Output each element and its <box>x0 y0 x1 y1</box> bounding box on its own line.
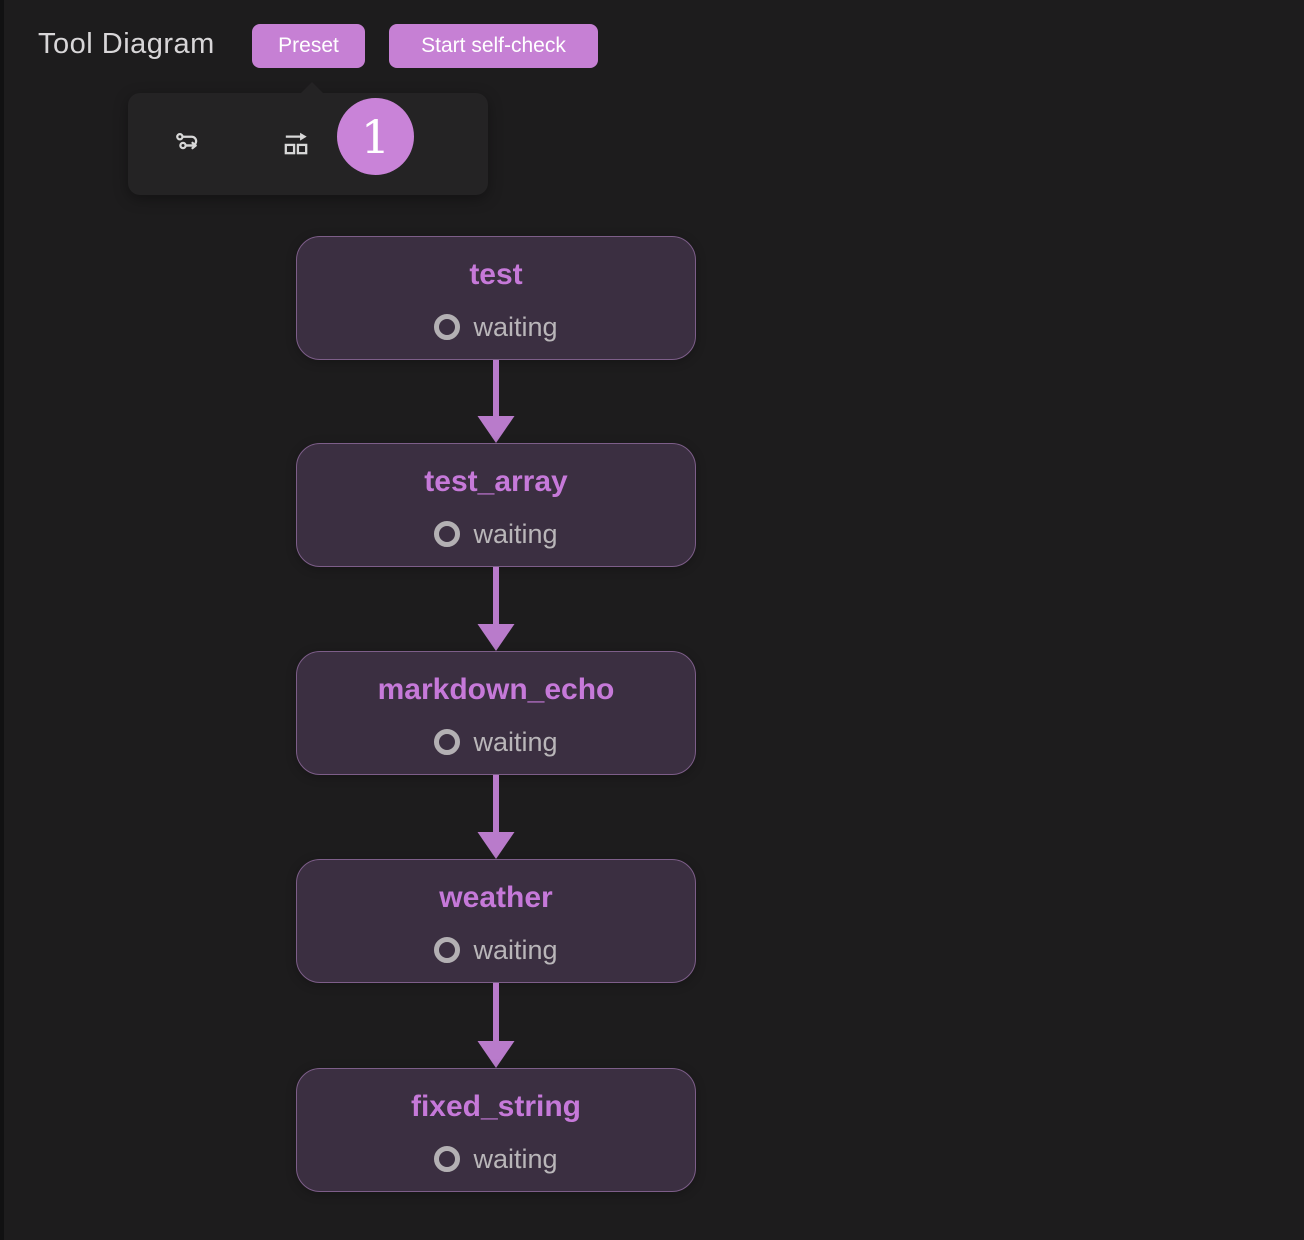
flow-node-test[interactable]: test waiting <box>296 236 696 360</box>
route-icon[interactable] <box>173 128 203 158</box>
step-count-badge: 1 <box>337 98 414 175</box>
status-label: waiting <box>473 935 558 965</box>
flow-arrow <box>477 983 515 1068</box>
status-row: waiting <box>297 518 695 550</box>
node-title: fixed_string <box>410 1090 582 1123</box>
node-title: test_array <box>424 465 568 498</box>
status-label: waiting <box>473 727 558 757</box>
waiting-ring-icon <box>434 1146 461 1172</box>
page-title: Tool Diagram <box>38 28 215 60</box>
status-label: waiting <box>473 519 558 549</box>
waiting-ring-icon <box>434 314 461 340</box>
status-row: waiting <box>297 311 695 343</box>
status-label: waiting <box>473 312 558 342</box>
status-row: waiting <box>297 934 695 966</box>
flow-arrow <box>477 360 515 443</box>
preset-button[interactable]: Preset <box>252 24 365 68</box>
flow-node-markdown-echo[interactable]: markdown_echo waiting <box>296 651 696 775</box>
waiting-ring-icon <box>434 937 461 963</box>
flow-arrow <box>477 567 515 651</box>
flow-node-weather[interactable]: weather waiting <box>296 859 696 983</box>
node-title: weather <box>439 881 553 914</box>
left-edge-divider <box>0 0 4 1240</box>
start-self-check-button[interactable]: Start self-check <box>389 24 598 68</box>
node-title: markdown_echo <box>377 673 615 706</box>
status-row: waiting <box>297 726 695 758</box>
status-row: waiting <box>297 1143 695 1175</box>
status-label: waiting <box>473 1144 558 1174</box>
toolbar-popover: 1 <box>128 82 488 195</box>
waiting-ring-icon <box>434 729 461 755</box>
forward-split-icon[interactable] <box>282 129 310 157</box>
waiting-ring-icon <box>434 521 461 547</box>
flow-node-test-array[interactable]: test_array waiting <box>296 443 696 567</box>
popover-caret-icon <box>300 82 324 94</box>
node-title: test <box>469 258 523 291</box>
flow-arrow <box>477 775 515 859</box>
flow-node-fixed-string[interactable]: fixed_string waiting <box>296 1068 696 1192</box>
